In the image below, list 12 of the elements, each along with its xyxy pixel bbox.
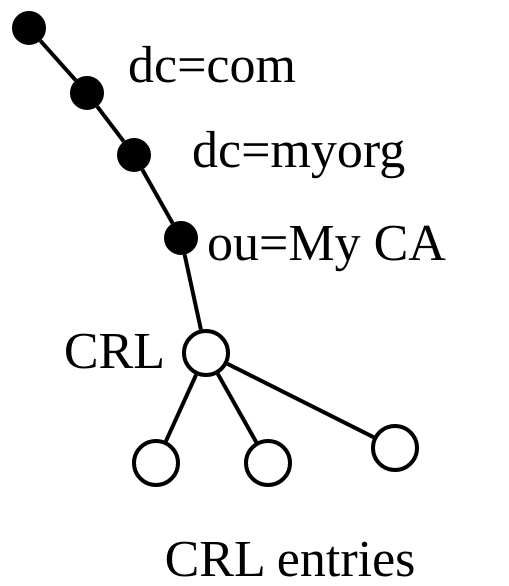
connector-line xyxy=(140,168,174,224)
caption-label: CRL entries xyxy=(164,534,416,586)
node-label: ou=My CA xyxy=(207,218,446,270)
node-label: dc=com xyxy=(128,40,296,92)
node-label: dc=myorg xyxy=(192,125,406,177)
connector-line xyxy=(226,362,374,439)
connector-line xyxy=(216,372,258,444)
connector-line xyxy=(96,105,126,143)
connector-line xyxy=(164,374,198,442)
node-label: CRL xyxy=(64,326,165,378)
connector-line xyxy=(38,39,78,82)
connector-line xyxy=(182,254,203,330)
